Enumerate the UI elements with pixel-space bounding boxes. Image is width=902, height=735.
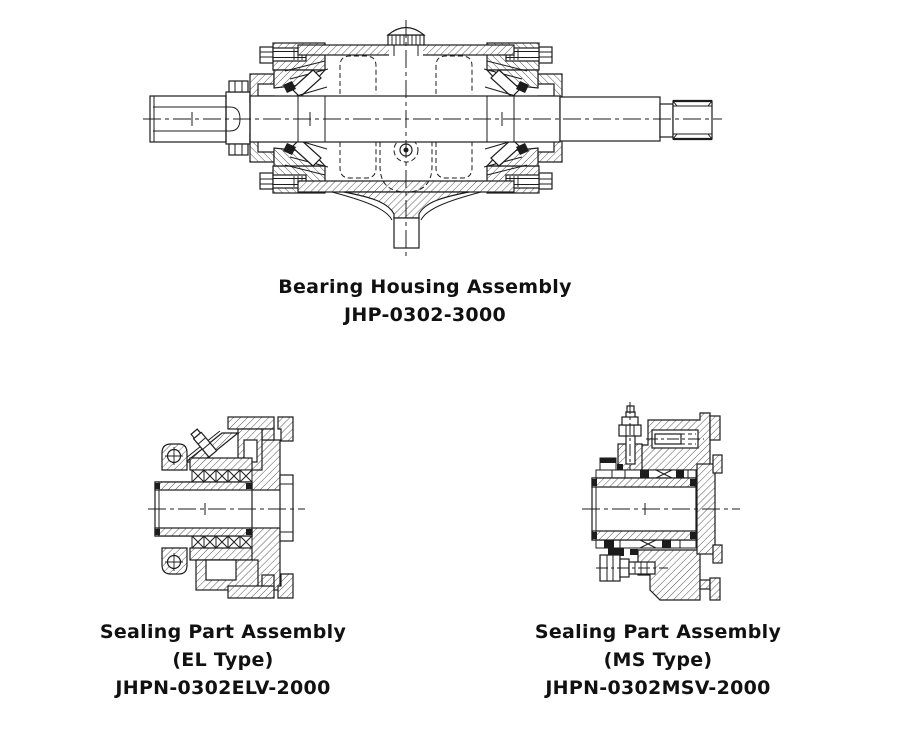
ms-top-gland-plate xyxy=(639,412,721,471)
bearing-housing-caption: Bearing Housing Assembly JHP-0302-3000 xyxy=(130,273,720,329)
el-top-bracket xyxy=(161,416,294,471)
ms-centerline xyxy=(582,503,740,515)
el-seal-drawing xyxy=(148,416,305,599)
ms-grease-fitting xyxy=(617,402,643,474)
shaft-locknut xyxy=(225,80,251,156)
ms-seal-caption: Sealing Part Assembly (MS Type) JHPN-030… xyxy=(498,618,818,702)
threaded-shaft-end xyxy=(672,99,713,141)
el-packing-rings xyxy=(191,469,253,549)
ms-seal-faces xyxy=(595,457,697,556)
el-centerline xyxy=(148,503,305,515)
el-seal-caption: Sealing Part Assembly (EL Type) JHPN-030… xyxy=(63,618,383,702)
el-flange xyxy=(249,439,294,591)
el-seal-code: JHPN-0302ELV-2000 xyxy=(115,677,331,699)
ms-seal-drawing xyxy=(582,402,740,601)
el-bottom-bracket xyxy=(161,547,294,599)
bearing-housing-drawing xyxy=(143,20,722,258)
ms-seal-title: Sealing Part Assembly xyxy=(534,621,782,643)
el-seal-title: Sealing Part Assembly xyxy=(99,621,347,643)
centerlines xyxy=(143,20,722,258)
ms-bottom-gland-plate xyxy=(637,549,721,601)
shaft xyxy=(149,80,713,156)
bearing-housing-code: JHP-0302-3000 xyxy=(344,304,506,326)
bearing-housing-title: Bearing Housing Assembly xyxy=(278,276,572,298)
el-seal-type: (EL Type) xyxy=(172,649,274,671)
ms-seal-type: (MS Type) xyxy=(603,649,713,671)
ms-gland-bolt xyxy=(596,554,668,582)
ms-seal-code: JHPN-0302MSV-2000 xyxy=(545,677,771,699)
